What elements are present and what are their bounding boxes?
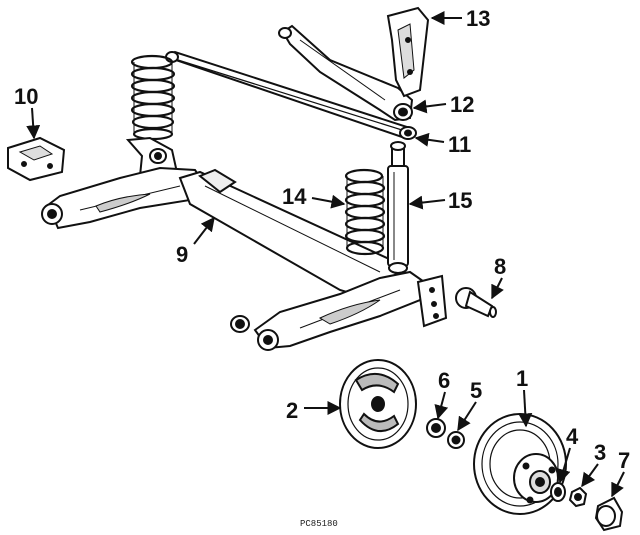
callout-3: 3: [594, 440, 606, 465]
callout-6: 6: [438, 368, 450, 393]
dust-cap-part-7: [594, 496, 624, 532]
callout-1: 1: [516, 366, 528, 391]
right-coil-spring: [344, 168, 386, 256]
callout-9: 9: [176, 242, 188, 267]
left-trailing-arm: [41, 166, 207, 230]
diagram-code: PC85180: [300, 519, 338, 529]
arm-bushing: [230, 315, 250, 333]
shock-absorber: [387, 141, 409, 274]
callout-15: 15: [448, 188, 472, 213]
callout-arrows: [26, 11, 625, 498]
backing-plate: [339, 359, 417, 449]
bearing-part-5: [447, 431, 465, 449]
upper-bracket: [386, 6, 430, 98]
callout-4: 4: [566, 424, 579, 449]
left-coil-spring: [130, 54, 176, 141]
upper-control-arm: [278, 24, 414, 122]
spindle-plate: [416, 274, 448, 328]
lower-bracket: [7, 136, 66, 182]
callout-10: 10: [14, 84, 38, 109]
callout-8: 8: [494, 254, 506, 279]
nut-part-3: [568, 486, 588, 508]
upper-track-bar: [165, 50, 417, 140]
washer-part-4: [550, 482, 566, 502]
spindle: [455, 287, 497, 318]
callout-14: 14: [282, 184, 307, 209]
callout-2: 2: [286, 398, 298, 423]
callout-7: 7: [618, 448, 630, 473]
bearing-part-6: [426, 418, 446, 438]
callout-12: 12: [450, 92, 474, 117]
brake-drum: [473, 413, 567, 515]
callout-11: 11: [448, 132, 471, 157]
callout-13: 13: [466, 6, 490, 31]
callout-5: 5: [470, 378, 482, 403]
